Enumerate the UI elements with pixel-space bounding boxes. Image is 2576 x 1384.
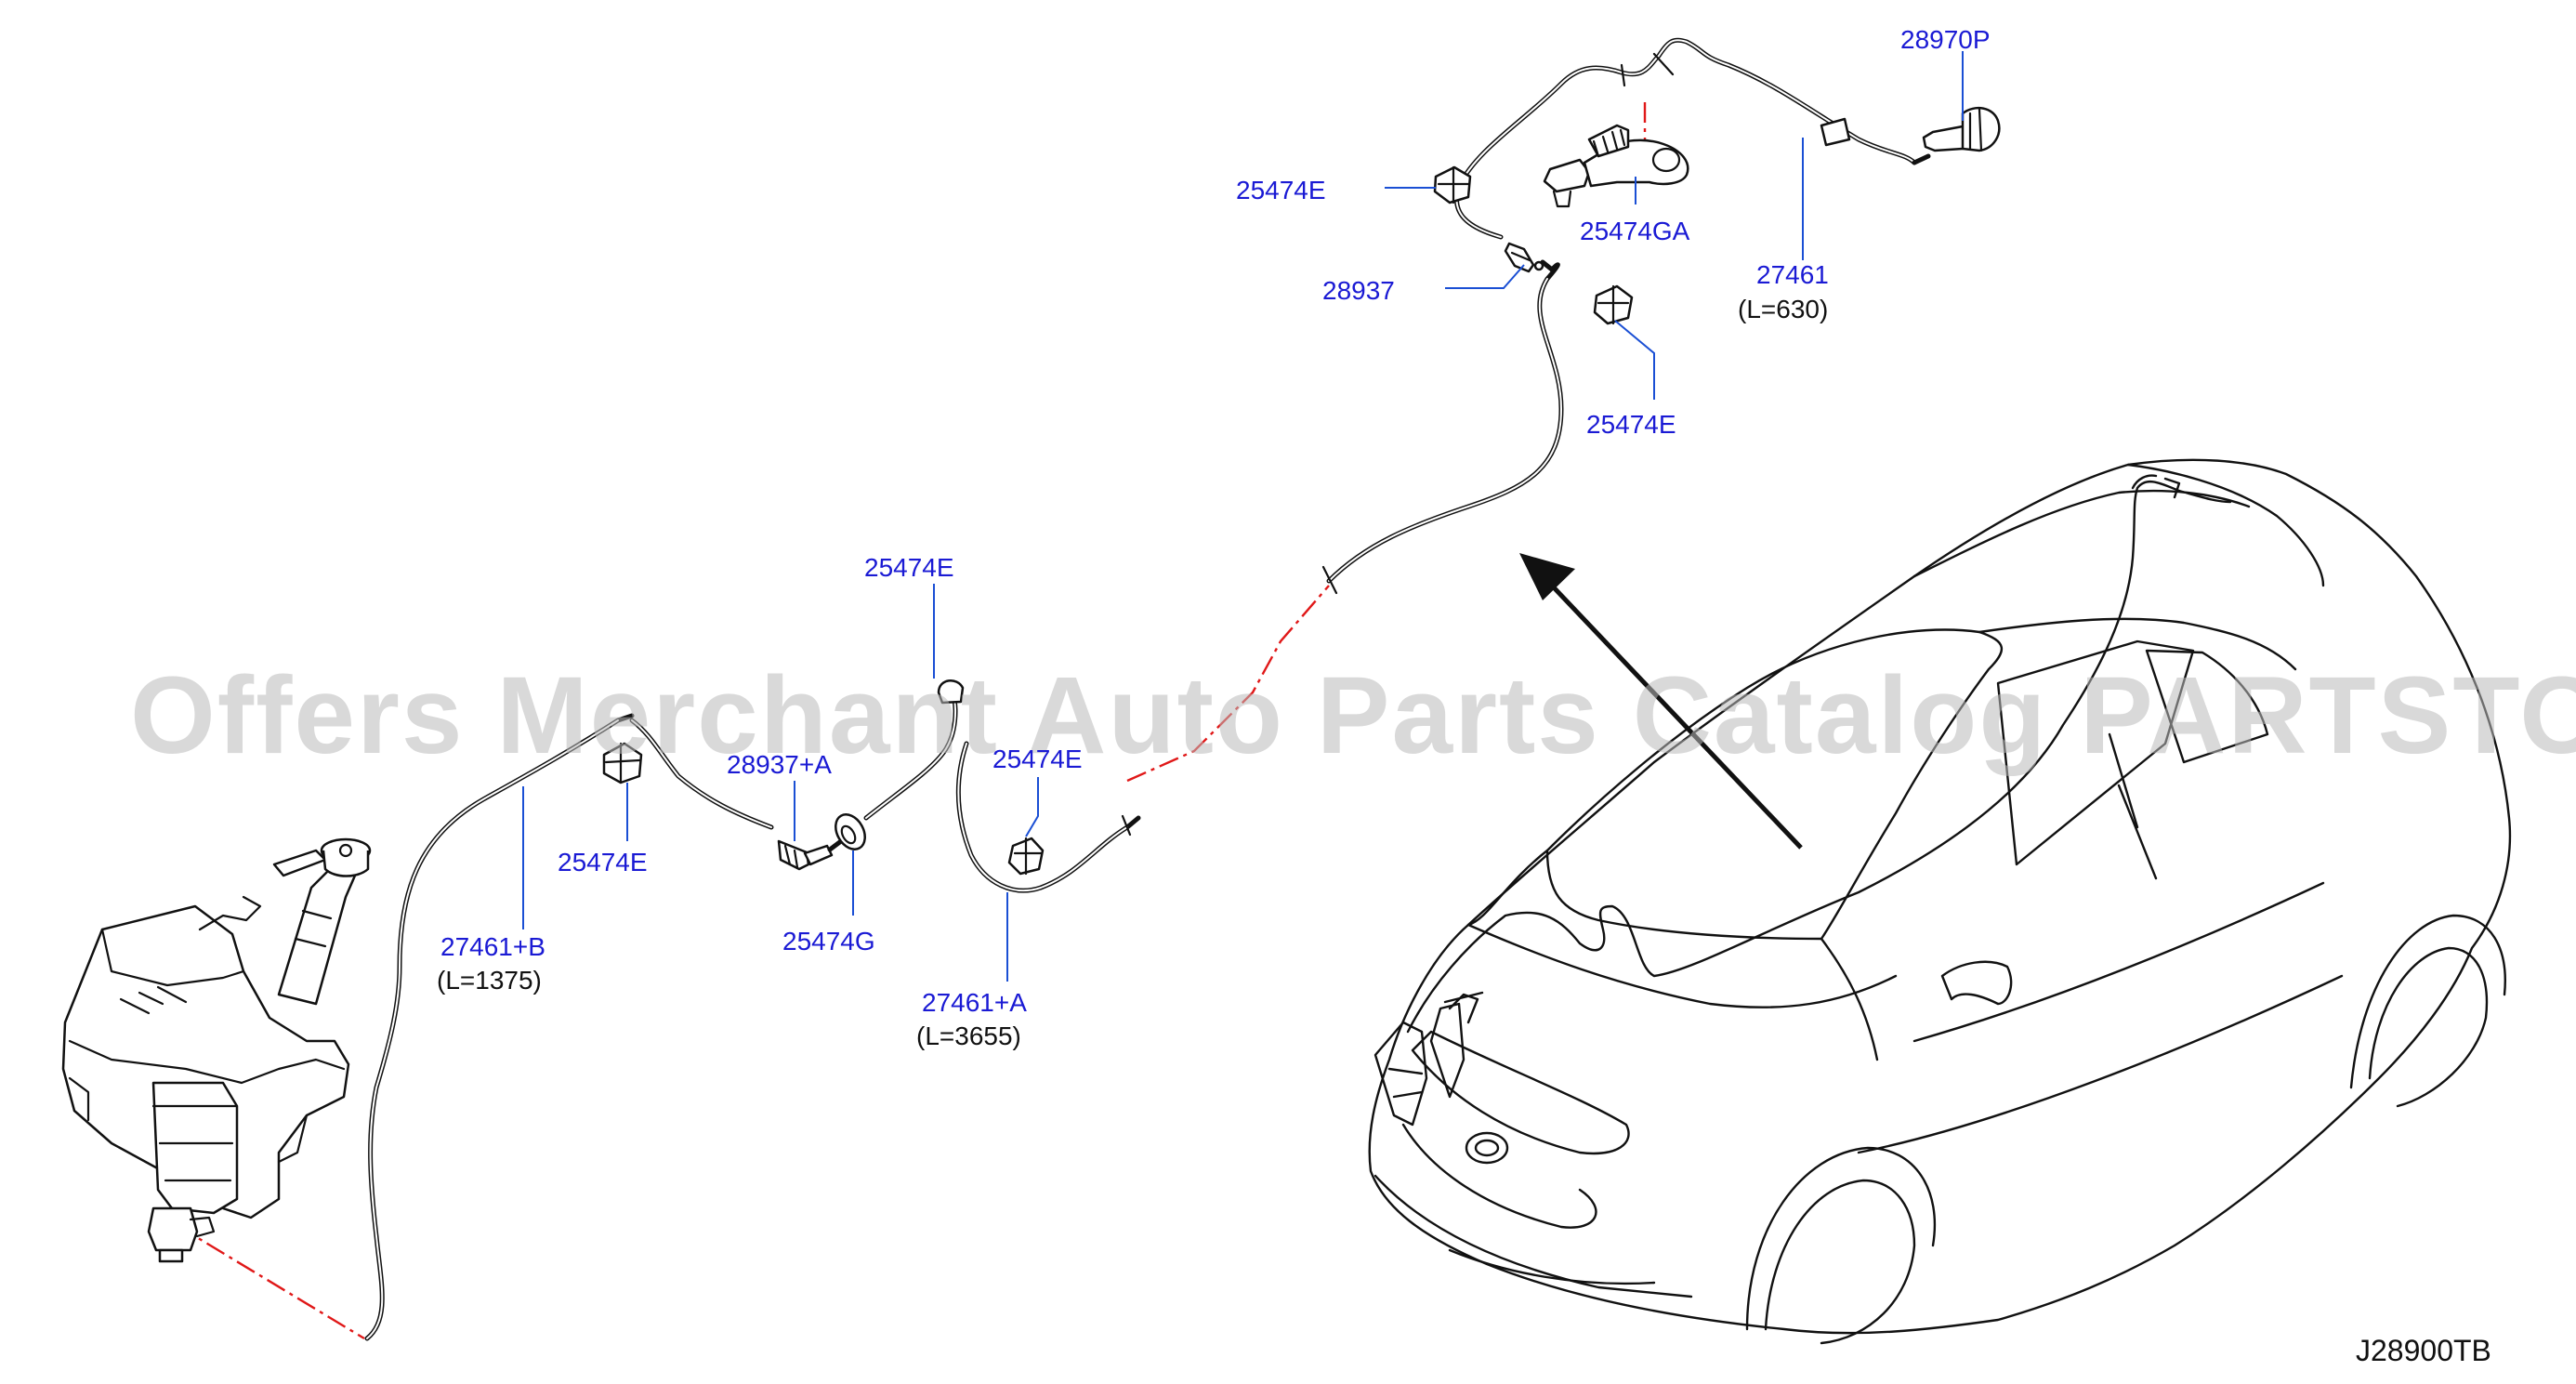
leader-lines — [522, 51, 1964, 982]
callout-27461: 27461 — [1756, 260, 1829, 289]
callout-28970p: 28970P — [1900, 25, 1991, 54]
clip-mid-right — [1007, 837, 1045, 876]
valve — [827, 813, 866, 852]
hose-upper — [1321, 259, 1564, 595]
hose-mid-27461-a — [863, 679, 1141, 893]
callout-25474e-mid-right: 25474E — [992, 745, 1083, 773]
hose-top-27461 — [1453, 37, 1917, 240]
callout-27461-b-length: (L=1375) — [437, 966, 542, 995]
callout-27461-b: 27461+B — [440, 932, 545, 961]
callout-28937-a: 28937+A — [727, 750, 832, 779]
callout-25474e-left: 25474E — [558, 848, 648, 877]
washer-tank — [61, 837, 372, 1263]
connector-mid — [777, 839, 834, 871]
nozzle — [1912, 106, 2001, 165]
hose-left-27461-b — [364, 713, 774, 1341]
car-silhouette — [1368, 458, 2512, 1345]
callout-25474g: 25474G — [782, 927, 875, 956]
callout-27461-a: 27461+A — [922, 988, 1027, 1017]
callout-25474ga: 25474GA — [1580, 217, 1690, 245]
diagram-code: J28900TB — [2356, 1334, 2491, 1367]
callout-25474e-mid-top: 25474E — [864, 553, 954, 582]
clip-top-right — [1593, 284, 1634, 325]
clip-left — [602, 742, 643, 784]
routing-line-tank — [176, 1223, 365, 1340]
connector-top — [1504, 242, 1544, 273]
callout-25474e-top-right: 25474E — [1586, 410, 1676, 439]
clip-top-left — [1433, 165, 1472, 204]
clamp-ga — [1543, 124, 1689, 208]
direction-arrow — [1519, 553, 1803, 850]
callout-28937: 28937 — [1322, 276, 1395, 305]
callout-25474e-top-left: 25474E — [1236, 176, 1326, 204]
callout-27461-a-length: (L=3655) — [916, 1022, 1021, 1050]
routing-line-mid — [1126, 585, 1330, 783]
callout-27461-length: (L=630) — [1738, 295, 1828, 323]
watermark-text: Offers Merchant Auto Parts Catalog PARTS… — [130, 654, 2576, 777]
